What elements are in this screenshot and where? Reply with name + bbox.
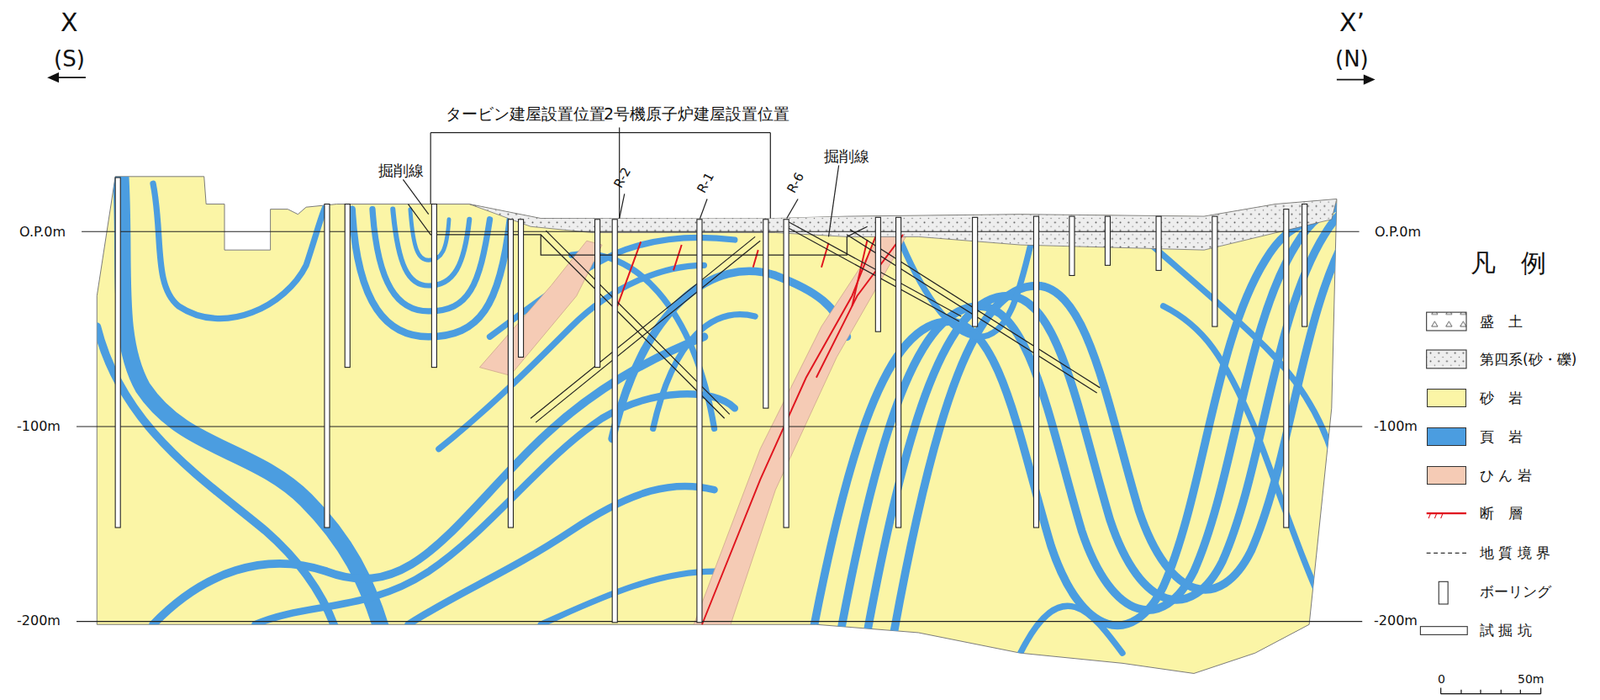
excavation-label: 掘削線 [378,162,424,180]
legend-swatch [1426,465,1467,485]
direction-label: (N) [1335,47,1369,72]
legend-text: 盛 土 [1479,313,1523,330]
excavation-label: 掘削線 [823,147,870,165]
legend-text: 砂 岩 [1479,390,1523,407]
boreholes [115,177,1308,623]
legend-title: 凡 例 [1470,248,1547,277]
legend-text: 地 質 境 界 [1479,544,1551,561]
building-label: タービン建屋設置位置 [445,105,606,123]
scale-label: 50m [1517,672,1544,686]
level-lines [76,231,1363,621]
legend-text: 断 層 [1479,505,1523,522]
legend-swatch [1426,427,1467,446]
legend-samples [1420,311,1468,634]
section-label: R-6 [784,169,807,196]
legend-text: ひ ん 岩 [1479,467,1532,484]
shale-bands [96,168,1405,668]
building-label: 2号機原子炉建屋設置位置 [603,105,790,123]
excavation-lines [402,164,867,255]
sandstone-body [96,176,1337,674]
legend-swatch [1426,388,1467,407]
direction-label: (S) [53,47,85,72]
building-bracket [430,127,798,219]
elevation-label: -100m [1373,418,1418,434]
legend-text: 試 掘 坑 [1479,622,1532,639]
scale-label: 0 [1437,672,1446,686]
direction-letter: X [60,8,79,37]
legend-text: 頁 岩 [1479,428,1523,445]
section-label: R-1 [694,169,717,196]
legend-text: 第四系(砂・礫) [1479,351,1577,368]
fault-lines [617,234,903,624]
elevation-label: -200m [16,612,61,629]
elevation-label: -100m [16,418,61,434]
elevation-label: O.P.0m [19,224,66,240]
elevation-label: O.P.0m [1374,224,1421,240]
legend-text: ボーリング [1479,583,1552,600]
direction-arrows [48,73,1373,84]
elevation-label: -200m [1373,612,1418,629]
scale-bar [1441,686,1542,693]
direction-letter: X’ [1339,8,1365,37]
porphyrite-dike [479,240,602,375]
section-label: R-2 [611,164,634,191]
